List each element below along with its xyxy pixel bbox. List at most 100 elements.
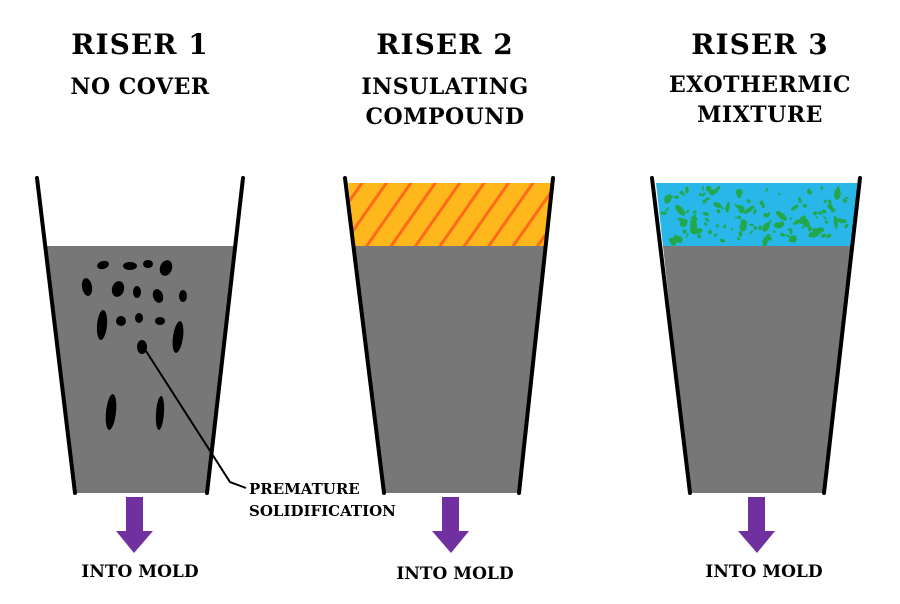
exothermic-speckle	[737, 215, 742, 220]
exothermic-speckle	[753, 226, 758, 230]
callout-line-1: PREMATURE	[249, 480, 360, 498]
riser-2-right-wall	[517, 176, 555, 495]
exothermic-speckle	[723, 224, 727, 229]
exothermic-speckle	[821, 209, 827, 214]
exothermic-speckle	[721, 206, 724, 210]
exothermic-speckle	[675, 204, 686, 216]
exothermic-speckle	[773, 222, 783, 229]
exothermic-speckle	[737, 204, 742, 209]
riser-2-molten-metal	[355, 246, 545, 493]
riser-2-subtitle-line-1: INSULATING	[361, 74, 529, 100]
exothermic-speckle	[807, 226, 812, 232]
exothermic-speckle	[833, 215, 838, 229]
exothermic-speckle	[798, 197, 802, 201]
exothermic-speckle	[767, 236, 773, 241]
exothermic-speckle	[801, 224, 806, 229]
riser-1-title: RISER 1	[71, 28, 209, 61]
riser-3-left-wall	[650, 176, 692, 495]
solid-blob	[105, 394, 117, 430]
exothermic-speckle	[725, 201, 730, 213]
exothermic-speckle	[673, 236, 681, 242]
exothermic-speckle	[759, 200, 764, 206]
solid-blob	[155, 317, 165, 325]
exothermic-speckle	[706, 197, 710, 200]
riser-2-outlet-arrow	[432, 497, 469, 553]
riser-3	[650, 176, 862, 553]
solid-blob	[81, 278, 93, 296]
exothermic-speckle	[844, 196, 849, 200]
exothermic-speckle	[685, 209, 690, 214]
exothermic-speckle	[828, 199, 832, 204]
exothermic-speckle	[679, 190, 685, 195]
exothermic-speckle	[786, 234, 791, 238]
exothermic-speckle	[798, 200, 803, 203]
exothermic-speckle	[665, 207, 669, 212]
riser-1-left-wall	[35, 176, 77, 495]
exothermic-speckle	[811, 228, 821, 235]
riser-1-solidified-blobs	[81, 260, 187, 430]
solid-blob	[133, 286, 141, 298]
exothermic-speckle	[787, 228, 792, 231]
exothermic-speckle	[790, 204, 799, 211]
riser-3-speckles	[660, 185, 849, 247]
exothermic-speckle	[690, 216, 698, 222]
exothermic-speckle	[841, 219, 847, 224]
exothermic-speckle	[735, 216, 738, 219]
exothermic-speckle	[734, 203, 739, 209]
exothermic-speckle	[758, 225, 762, 231]
solid-blob	[97, 260, 109, 270]
exothermic-speckle	[660, 211, 667, 215]
exothermic-speckle	[682, 194, 685, 197]
exothermic-speckle	[837, 195, 840, 198]
exothermic-speckle	[815, 216, 819, 219]
exothermic-speckle	[743, 205, 755, 214]
callout-line-2: SOLIDIFICATION	[249, 502, 396, 520]
riser-1-right-wall	[205, 176, 245, 495]
exothermic-speckle	[708, 229, 712, 235]
exothermic-speckle	[792, 217, 805, 225]
riser-3-right-wall	[822, 176, 862, 495]
exothermic-speckle	[674, 195, 679, 199]
solid-blob	[96, 310, 108, 340]
solid-blob	[123, 262, 137, 270]
exothermic-speckle	[820, 186, 824, 190]
exothermic-speckle	[704, 218, 710, 222]
exothermic-speckle	[735, 188, 743, 196]
exothermic-speckle	[844, 223, 849, 229]
exothermic-speckle	[762, 236, 768, 247]
exothermic-speckle	[713, 233, 717, 237]
exothermic-speckle	[817, 211, 822, 215]
exothermic-speckle	[823, 199, 827, 204]
exothermic-speckle	[730, 227, 734, 231]
exothermic-speckle	[704, 222, 708, 226]
riser-1-outlet-arrow	[116, 497, 153, 553]
exothermic-speckle	[842, 199, 848, 203]
exothermic-speckle	[765, 187, 769, 192]
solid-blob	[155, 396, 165, 430]
exothermic-speckle	[739, 224, 746, 228]
exothermic-speckle	[778, 193, 781, 196]
exothermic-speckle	[826, 233, 832, 239]
riser-3-molten-metal	[663, 246, 852, 493]
solid-blob	[137, 340, 147, 354]
exothermic-speckle	[679, 220, 688, 228]
exothermic-speckle	[824, 220, 829, 224]
exothermic-speckle	[697, 234, 702, 239]
exothermic-speckle	[702, 199, 707, 204]
exothermic-speckle	[827, 204, 832, 209]
exothermic-speckle	[822, 215, 827, 220]
riser-2-title: RISER 2	[376, 28, 514, 61]
exothermic-speckle	[664, 194, 672, 204]
riser-1-subtitle: NO COVER	[70, 74, 210, 100]
exothermic-speckle	[715, 224, 719, 228]
riser-2-left-wall	[343, 176, 386, 495]
riser-2-insulating-compound	[348, 183, 551, 246]
exothermic-speckle	[737, 193, 741, 199]
exothermic-speckle	[832, 208, 837, 212]
solid-blob	[172, 321, 184, 353]
riser-2	[343, 176, 555, 553]
exothermic-speckle	[692, 210, 697, 214]
solid-blob	[143, 260, 153, 268]
